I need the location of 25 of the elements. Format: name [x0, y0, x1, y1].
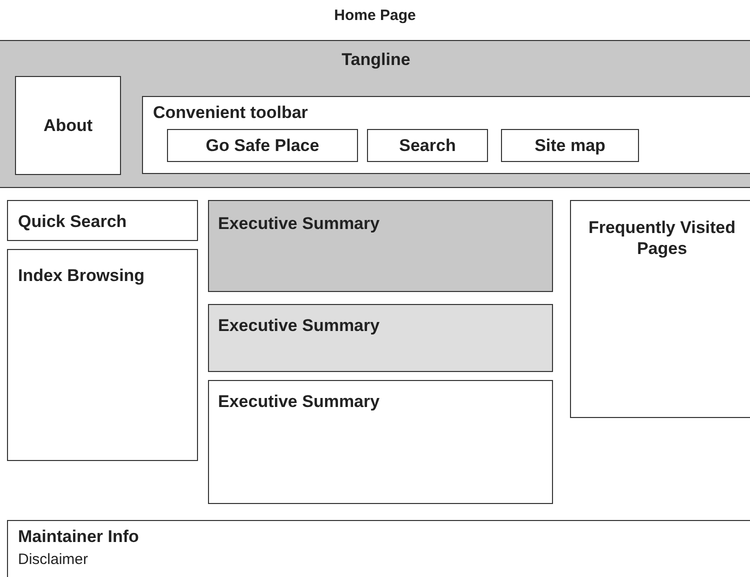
panel-heading: Tangline [340, 49, 412, 70]
about-panel [15, 76, 121, 175]
footer-panel [7, 520, 750, 577]
panel-heading: Executive Summary [218, 213, 381, 234]
nav-button: Go Safe Place [167, 129, 358, 162]
panel-heading: Index Browsing [18, 265, 146, 286]
panel-heading: Executive Summary [218, 315, 381, 336]
header-panel [0, 40, 750, 188]
content-panel [208, 380, 553, 504]
panel-heading: Maintainer Info [18, 526, 140, 547]
toolbar-panel [142, 96, 750, 174]
nav-button: Search [367, 129, 488, 162]
nav-button: Site map [501, 129, 639, 162]
panel-heading: Executive Summary [218, 391, 381, 412]
content-panel [570, 200, 750, 418]
panel-text: Disclaimer [18, 550, 90, 570]
panel-heading: Frequently Visited Pages [587, 217, 737, 259]
content-panel [7, 249, 198, 461]
panel-heading: About [42, 115, 94, 136]
content-panel [7, 200, 198, 241]
page-title: Home Page [333, 7, 417, 24]
content-panel [208, 200, 553, 292]
content-panel [208, 304, 553, 372]
panel-heading: Quick Search [18, 211, 128, 232]
panel-heading: Convenient toolbar [153, 102, 309, 123]
